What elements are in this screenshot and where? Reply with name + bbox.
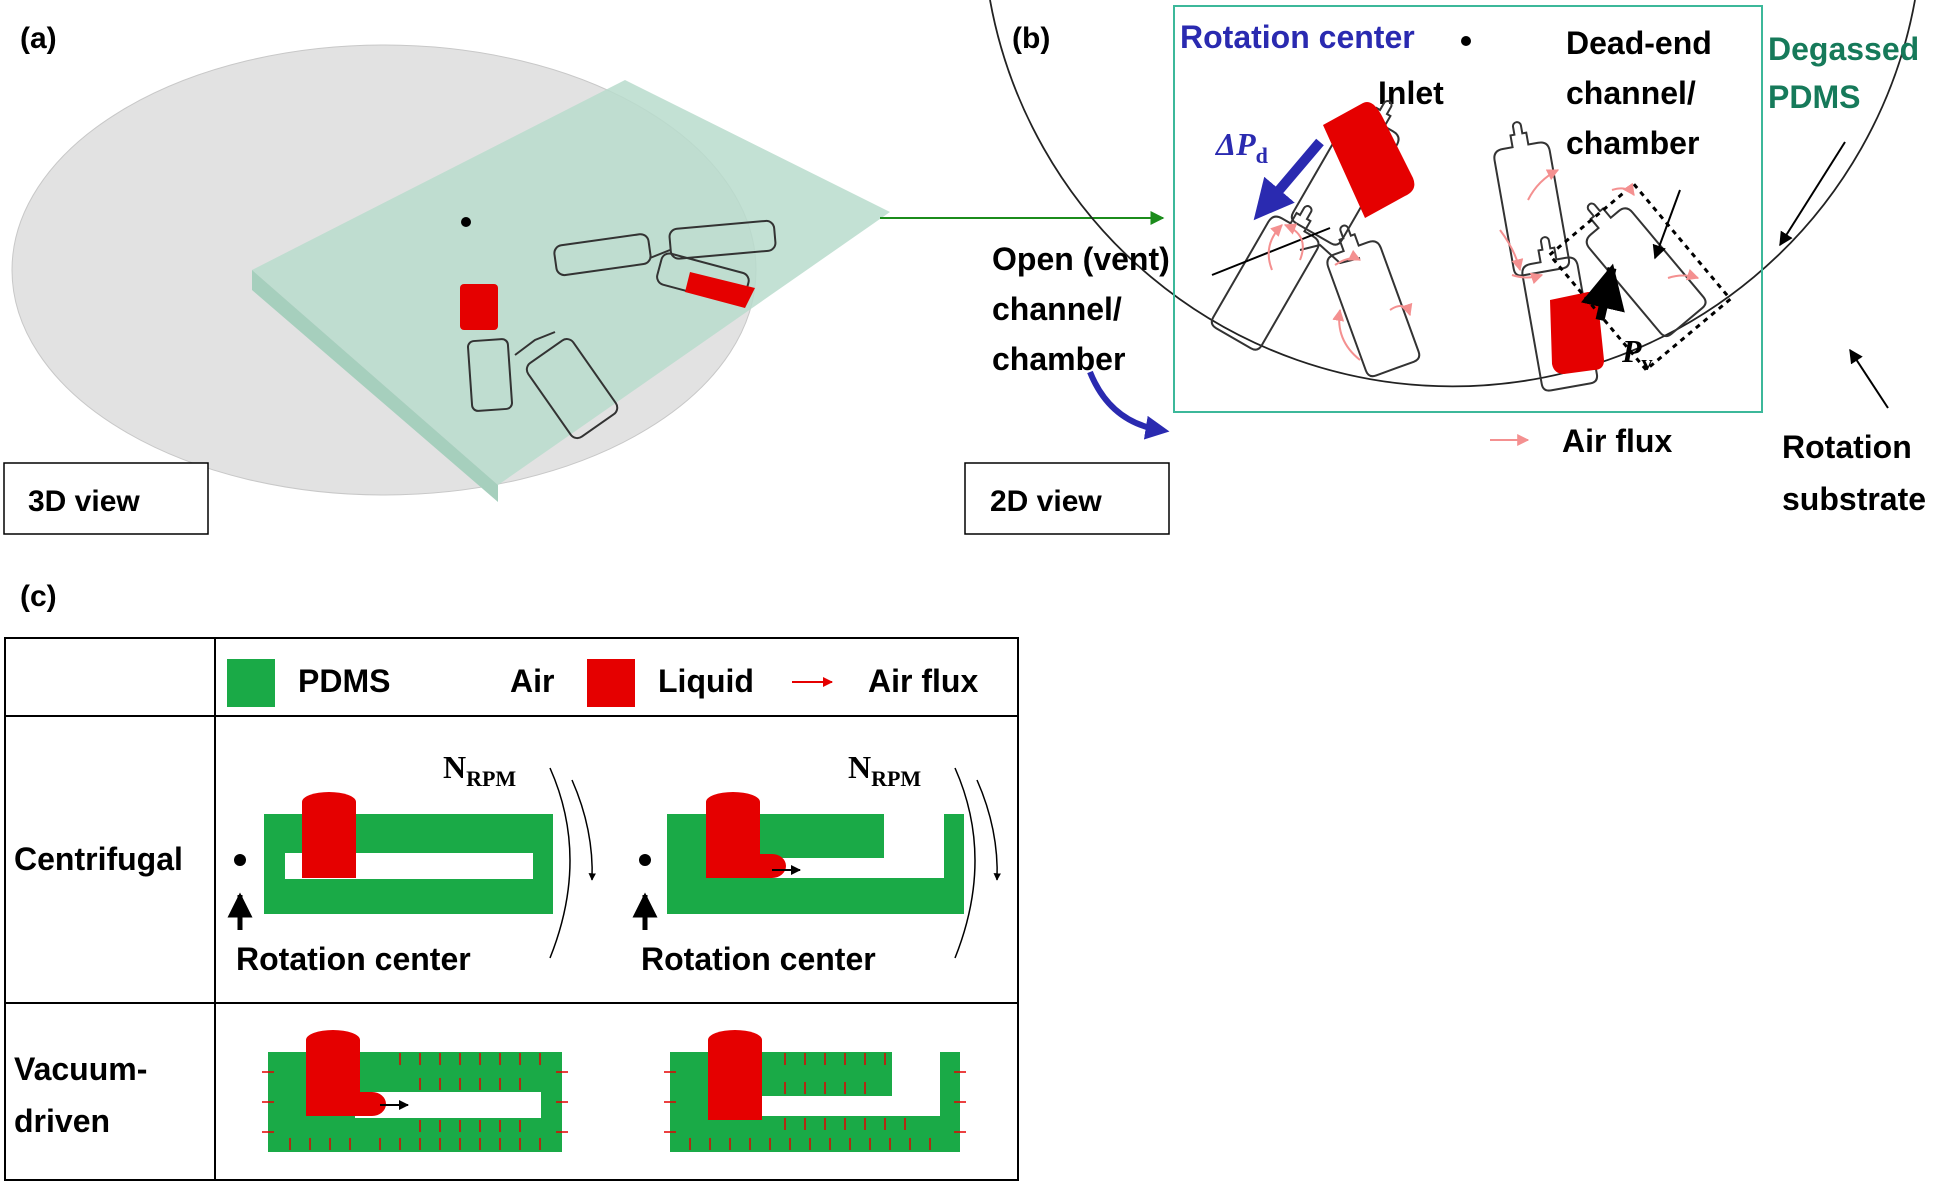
inlet-label: Inlet (1378, 75, 1444, 111)
air-flux-legend-label: Air flux (1562, 423, 1672, 459)
vacuum-dead-end (664, 1030, 966, 1152)
view-label-box-2d (964, 462, 1170, 535)
dead-end-pointer (1652, 189, 1681, 260)
liquid-chamber-3d-2 (685, 272, 755, 308)
panel-b-label: (b) (1012, 22, 1050, 55)
panel-a-label: (a) (20, 22, 57, 55)
degassed-pdms-label: Degassed PDMS (1768, 31, 1928, 115)
row-label-centrifugal: Centrifugal (14, 841, 183, 877)
degassed-pdms-box (1173, 5, 1763, 413)
legend-liquid-label: Liquid (658, 663, 754, 699)
rpm-label-2: NRPM (848, 749, 921, 791)
row-label-vacuum: Vacuum- driven (14, 1051, 156, 1139)
centrifugal-dead-end: Rotation center NRPM (632, 749, 1002, 977)
p-v-arrow (1580, 263, 1625, 322)
pdms-block-top (252, 80, 890, 485)
rotation-center-dot-3d (461, 217, 471, 227)
degassed-pointer (1779, 141, 1846, 247)
vacuum-closed-loop (262, 1030, 568, 1152)
rotation-substrate-label: Rotation substrate (1782, 429, 1926, 517)
rotation-center-dot (1461, 36, 1471, 46)
view-label-3d: 3D view (28, 485, 140, 518)
svg-text:Rotation center: Rotation center (641, 941, 876, 977)
panel-c: (c) PDMS Air Liquid Air flux Centrifugal… (4, 580, 1019, 1181)
panel-a: (a) 3D view (3, 22, 1165, 535)
delta-p-arrow (1253, 138, 1324, 221)
pdms-block-side (252, 270, 498, 502)
svg-text:Rotation center: Rotation center (236, 941, 471, 977)
dead-end-label: Dead-end channel/ chamber (1566, 25, 1721, 161)
centrifugal-closed-loop: Rotation center NRPM (227, 749, 597, 977)
open-channel-curved-arrow (1087, 370, 1170, 440)
rotation-center-label: Rotation center (1180, 19, 1415, 55)
view-label-2d: 2D view (990, 485, 1102, 518)
legend-pdms-swatch (227, 659, 275, 707)
panel-b: (b) Rotation center Inlet Dead-end chann… (964, 0, 1928, 535)
open-channel-pointer (1211, 227, 1331, 276)
air-flux-arrows-2d (1267, 169, 1700, 361)
delta-p-label: ΔPd (1214, 126, 1268, 168)
panel-c-label: (c) (20, 580, 57, 613)
legend-air-label: Air (510, 663, 554, 699)
legend-pdms-label: PDMS (298, 663, 390, 699)
substrate-pointer (1849, 348, 1889, 409)
liquid-chamber-3d-1 (460, 284, 498, 330)
panel-c-table-grid (4, 637, 1019, 1181)
rpm-label-1: NRPM (443, 749, 516, 791)
legend-air-flux-label: Air flux (868, 663, 978, 699)
p-v-label: Pv (1621, 333, 1653, 375)
rotation-substrate-arc (989, 0, 1916, 388)
open-channel-label: Open (vent) channel/ chamber (992, 241, 1179, 377)
view-label-box-3d (3, 462, 209, 535)
legend-liquid-swatch (587, 659, 635, 707)
